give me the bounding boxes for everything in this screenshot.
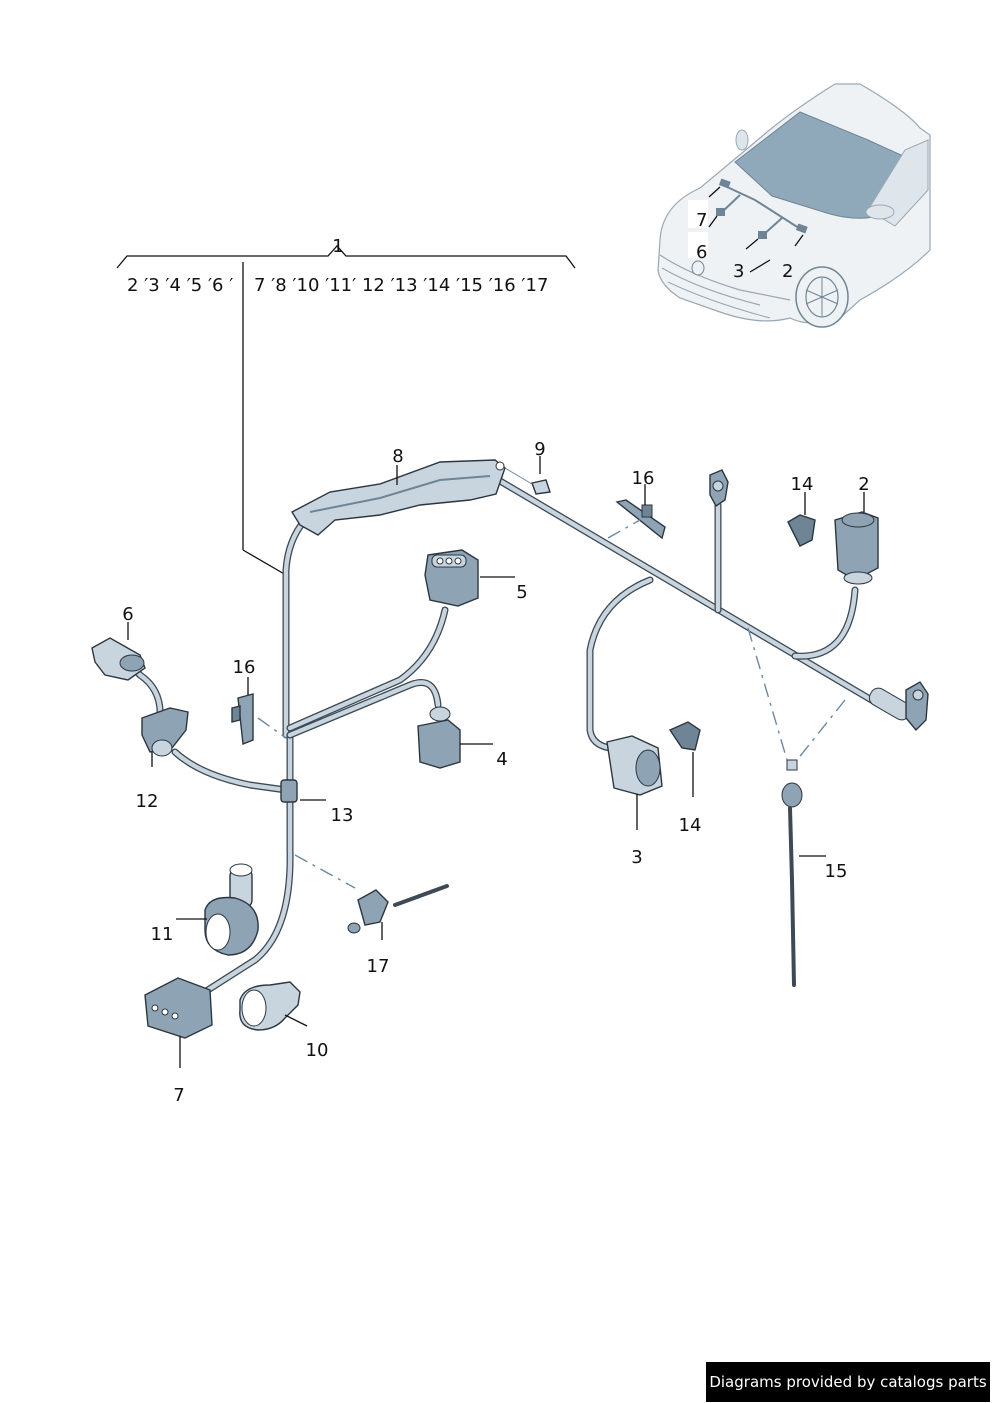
callout-labels: 6 8 9 16 14 2 5 4 16 12 13 3 14 15 17 11… <box>122 439 869 1106</box>
callout-4: 4 <box>496 749 507 770</box>
callout-16-right: 16 <box>632 468 655 489</box>
callout-1: 1 <box>332 236 343 257</box>
callout-14-top: 14 <box>791 474 814 495</box>
part-14-clip-top <box>787 514 816 547</box>
attribution-text: Diagrams provided by catalogs parts <box>709 1373 987 1391</box>
callout-12: 12 <box>136 791 159 812</box>
callout-2: 2 <box>858 474 869 495</box>
callout-16-left: 16 <box>233 657 256 678</box>
attribution-banner: Diagrams provided by catalogs parts <box>706 1362 990 1402</box>
part-3-connector <box>606 735 663 796</box>
part-13-junction <box>280 779 298 803</box>
part-9-clip <box>504 467 551 495</box>
part-5-connector <box>424 549 479 607</box>
part-8-wire-guide <box>291 459 506 536</box>
part-2-connector <box>834 511 879 585</box>
assembly-left-list: 2 ′3 ′4 ′5 ′6 ′ <box>127 275 233 296</box>
callout-14-lower: 14 <box>679 815 702 836</box>
part-14-clip-lower <box>668 721 701 751</box>
part-11-sleeve <box>204 863 259 956</box>
part-16-bracket-right <box>615 499 666 540</box>
part-7-connector <box>144 977 213 1039</box>
ground-eyelet-right <box>868 681 929 732</box>
callout-11: 11 <box>151 924 174 945</box>
inset-vehicle: 7 6 3 2 <box>657 83 931 328</box>
callout-8: 8 <box>392 446 403 467</box>
inset-callout-6: 6 <box>696 242 707 263</box>
leader-lines <box>127 456 865 1068</box>
part-17-tie-clip <box>347 884 449 934</box>
callout-5: 5 <box>516 582 527 603</box>
part-6-connector <box>91 637 146 681</box>
part-15-cable-tie <box>781 759 803 987</box>
callout-13: 13 <box>331 805 354 826</box>
callout-6: 6 <box>122 604 133 625</box>
ground-eyelet-top <box>709 469 729 508</box>
assembly-indicators <box>257 519 846 889</box>
part-10-grommet <box>239 981 301 1031</box>
inset-callout-3: 3 <box>733 261 744 282</box>
wiring-harness <box>126 474 884 999</box>
callout-7: 7 <box>173 1085 184 1106</box>
part-12-holder <box>141 707 189 757</box>
part-16-bracket-left <box>231 693 254 745</box>
callout-3: 3 <box>631 847 642 868</box>
callout-9: 9 <box>534 439 545 460</box>
callout-10: 10 <box>306 1040 329 1061</box>
callout-15: 15 <box>825 861 848 882</box>
callout-17: 17 <box>367 956 390 977</box>
assembly-brace: 1 2 ′3 ′4 ′5 ′6 ′ 7 ′8 ′10 ′11′ 12 ′13 ′… <box>116 236 576 576</box>
inset-callout-2: 2 <box>782 261 793 282</box>
part-4-connector <box>417 706 461 769</box>
inset-callout-7: 7 <box>696 210 707 231</box>
assembly-right-list: 7 ′8 ′10 ′11′ 12 ′13 ′14 ′15 ′16 ′17 <box>254 275 548 296</box>
